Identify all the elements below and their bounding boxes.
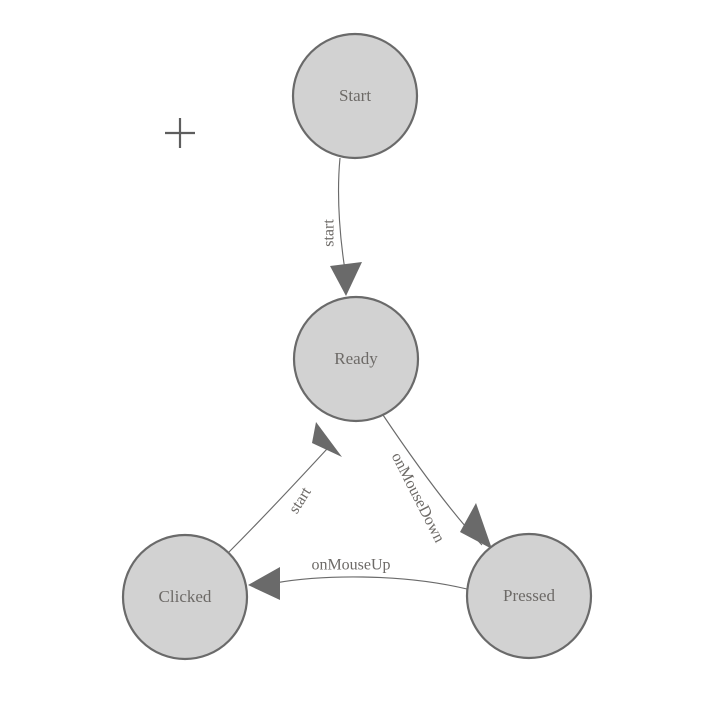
edge-pressed-to-clicked[interactable]: onMouseUp <box>248 557 468 600</box>
node-start[interactable]: Start <box>291 32 419 160</box>
edge-start-to-ready[interactable]: start <box>321 157 362 296</box>
arrowhead-pressed-topleft <box>460 503 492 549</box>
node-label-clicked: Clicked <box>159 587 212 606</box>
node-shape-pressed <box>465 532 593 660</box>
node-pressed[interactable]: Pressed <box>465 532 593 660</box>
node-shape-ready <box>292 295 420 423</box>
crosshair-icon[interactable] <box>165 118 195 148</box>
edge-label-onmouseup: onMouseUp <box>311 557 390 574</box>
edge-label-start-top: start <box>321 219 338 247</box>
node-shape-start <box>291 32 419 160</box>
edge-line-pressed-to-clicked <box>274 576 468 590</box>
arrowhead-clicked-right <box>248 567 280 600</box>
node-clicked[interactable]: Clicked <box>121 533 249 661</box>
edge-line-clicked-to-ready <box>227 448 328 554</box>
edge-clicked-to-ready[interactable]: start <box>227 422 342 554</box>
node-shape-clicked <box>121 533 249 661</box>
node-label-start: Start <box>339 86 371 105</box>
node-label-ready: Ready <box>334 349 378 368</box>
node-label-pressed: Pressed <box>503 586 555 605</box>
arrowhead-ready-bottomleft <box>312 422 342 457</box>
edge-line-start-to-ready <box>337 157 346 271</box>
arrowhead-ready-top <box>330 262 362 296</box>
node-ready[interactable]: Ready <box>292 295 420 423</box>
edge-ready-to-pressed[interactable]: onMouseDown <box>382 414 492 549</box>
